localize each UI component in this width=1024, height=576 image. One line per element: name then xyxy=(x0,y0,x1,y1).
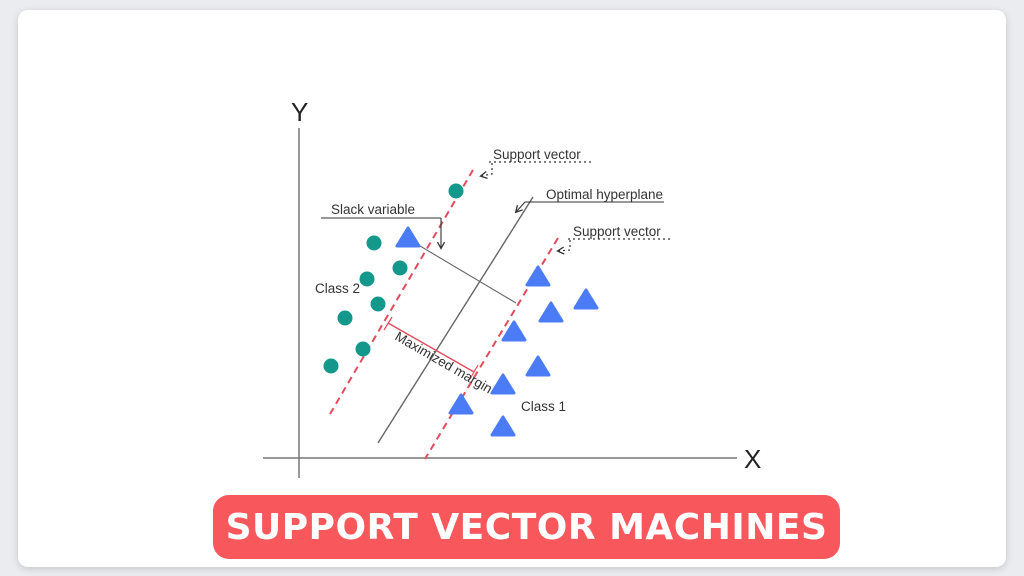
class-2-label: Class 2 xyxy=(315,281,360,296)
class2-point xyxy=(359,271,375,287)
support-vector-top-label: Support vector xyxy=(493,147,581,162)
slack-variable-label: Slack variable xyxy=(331,202,415,217)
class2-point xyxy=(370,296,386,312)
x-axis-label: X xyxy=(744,444,761,474)
title-banner-text: SUPPORT VECTOR MACHINES xyxy=(225,506,828,548)
support-vector-right-arrow xyxy=(556,240,571,255)
maximized-margin-dimension-line xyxy=(387,322,475,373)
optimal-hyperplane-label: Optimal hyperplane xyxy=(546,187,663,202)
diagram-points-layer xyxy=(323,183,599,437)
class2-point xyxy=(355,341,371,357)
class1-point xyxy=(538,301,564,323)
class2-point xyxy=(448,183,464,199)
maximized-margin-tick-left xyxy=(383,316,393,331)
class1-point xyxy=(395,226,421,248)
optimal-hyperplane-arrow xyxy=(514,201,526,214)
optimal-hyperplane-line xyxy=(377,196,534,444)
slide-card xyxy=(18,10,1006,567)
y-axis-label: Y xyxy=(291,97,308,127)
class1-point xyxy=(525,355,551,377)
support-vector-right-label: Support vector xyxy=(573,224,661,239)
maximized-margin-tick-right xyxy=(469,364,479,380)
class1-point xyxy=(573,288,599,310)
support-vector-top-arrow xyxy=(479,163,493,179)
class1-point xyxy=(525,265,551,287)
title-banner: SUPPORT VECTOR MACHINES xyxy=(213,495,840,559)
class2-point xyxy=(337,310,353,326)
class-1-label: Class 1 xyxy=(521,399,566,414)
class1-point xyxy=(490,373,516,395)
class1-point xyxy=(501,320,527,342)
class2-point xyxy=(366,235,382,251)
class2-point xyxy=(392,260,408,276)
slack-connector-line xyxy=(414,242,517,304)
class2-point xyxy=(323,358,339,374)
class1-point xyxy=(490,415,516,437)
class1-point xyxy=(448,393,474,415)
